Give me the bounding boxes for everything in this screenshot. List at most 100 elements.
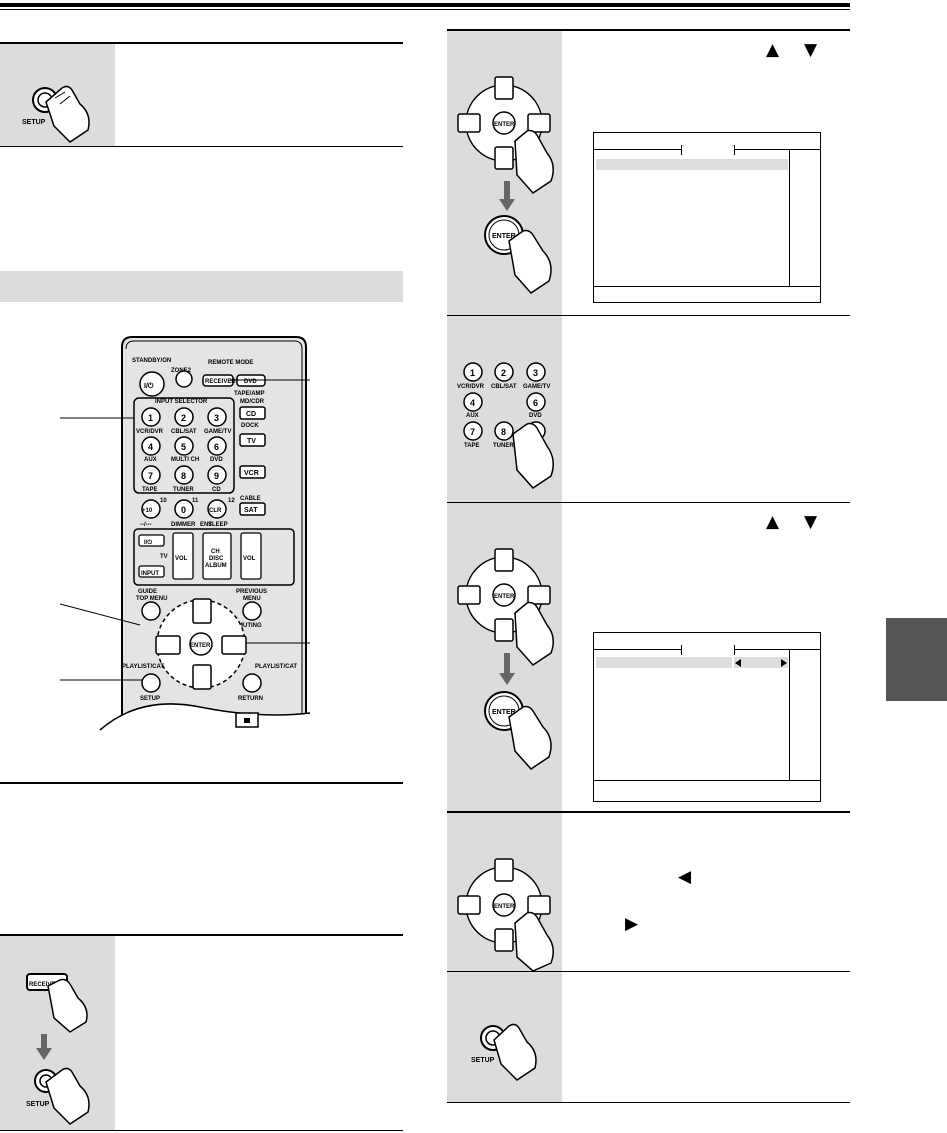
dvd-small-label: DVD xyxy=(210,457,223,463)
return-button[interactable] xyxy=(242,673,262,693)
tv-vol-rocker[interactable] xyxy=(172,532,194,580)
pad-key-7: 7 xyxy=(470,427,475,437)
receiver-label: RECEIVER xyxy=(29,982,60,988)
divider xyxy=(0,782,403,784)
clr-button[interactable] xyxy=(207,499,227,519)
tv-button[interactable] xyxy=(239,433,266,447)
divider xyxy=(447,1102,850,1103)
enter-button[interactable] xyxy=(189,632,213,656)
down-arrow-icon: ▼ xyxy=(804,40,818,60)
pad-label-6: DVD xyxy=(529,413,542,419)
tv-power-label: I/⏻ xyxy=(144,539,152,546)
aux-label: AUX xyxy=(144,457,157,463)
pad-key-8: 8 xyxy=(501,427,506,437)
key-5: 5 xyxy=(181,442,186,452)
setup-label-3: SETUP xyxy=(471,1057,495,1064)
divider xyxy=(447,971,850,972)
cbl-sat-label: CBL/SAT xyxy=(171,429,197,435)
key-7: 7 xyxy=(148,471,153,481)
enter-big-label-1: ENTER xyxy=(492,233,516,240)
pad-label-1: VCR/DVR xyxy=(457,384,485,390)
right-arrow-icon: ▶ xyxy=(625,914,639,934)
plus10-label: +10 xyxy=(142,508,153,514)
dash-label: --/--- xyxy=(140,522,152,528)
zone2-button[interactable] xyxy=(175,370,193,388)
top-menu-button[interactable] xyxy=(141,601,161,621)
ch-rocker[interactable] xyxy=(202,532,232,580)
return-label: RETURN xyxy=(238,696,263,702)
multi-ch-label: MULTI CH xyxy=(171,457,199,463)
divider xyxy=(447,502,850,503)
enter-label-1: ENTER xyxy=(494,122,515,128)
divider xyxy=(0,146,403,147)
cursor-enter-hand-graphic: ENTER ENTER xyxy=(457,76,554,294)
key-0: 0 xyxy=(181,505,186,515)
power-button[interactable] xyxy=(139,371,165,397)
enter-big-label-2: ENTER xyxy=(492,709,516,716)
cd-small-label: CD xyxy=(212,487,221,493)
dimmer-label: DIMMER xyxy=(171,522,196,528)
key-8: 8 xyxy=(181,471,186,481)
setup-label-2: SETUP xyxy=(26,1101,50,1108)
playlist-cat-left-label: PLAYLIST/CAT xyxy=(122,664,164,670)
divider xyxy=(447,811,850,813)
standby-label: STANDBY/ON xyxy=(132,358,171,364)
pad-label-2: CBL/SAT xyxy=(491,384,517,390)
pad-key-6: 6 xyxy=(533,398,538,408)
sleep-label: SLEEP xyxy=(208,522,228,528)
n11-label: 11 xyxy=(192,498,199,504)
vcr-button[interactable] xyxy=(239,465,266,479)
sat-label: SAT xyxy=(244,507,258,514)
number-keys[interactable] xyxy=(141,407,227,485)
plus10-button[interactable] xyxy=(141,499,161,519)
album-label: ALBUM xyxy=(205,563,227,569)
receiver-mode-label: RECEIVER xyxy=(205,379,236,385)
chapter-side-tab xyxy=(886,618,947,701)
setup-button-remote[interactable] xyxy=(141,673,161,693)
disc-label: DISC xyxy=(209,556,224,562)
enter-label-2: ENTER xyxy=(494,594,515,600)
cd-button[interactable] xyxy=(239,406,266,420)
left-arrow-icon: ◀ xyxy=(678,867,692,887)
power-glyph: I/⏻ xyxy=(144,382,154,390)
menu-button[interactable] xyxy=(242,601,262,621)
clr-label: CLR xyxy=(209,508,222,514)
md-cdr-label: MD/CDR xyxy=(240,399,265,405)
tuner-label: TUNER xyxy=(173,487,194,493)
key-2: 2 xyxy=(181,413,186,423)
tv-input-button[interactable] xyxy=(138,565,165,578)
n10-label: 10 xyxy=(160,498,167,504)
onscreen-menu-2 xyxy=(593,632,821,802)
vcr-dvr-label: VCR/DVR xyxy=(136,429,164,435)
pad-key-2: 2 xyxy=(501,368,506,378)
tv-input-label: INPUT xyxy=(141,571,159,577)
pad-key-3: 3 xyxy=(533,368,538,378)
previous-label: PREVIOUS xyxy=(236,589,267,595)
pad-label-3: GAME/TV xyxy=(523,384,550,390)
key-0-button[interactable] xyxy=(174,499,194,519)
key-1: 1 xyxy=(148,413,153,423)
tape-label: TAPE xyxy=(142,487,158,493)
tv-power-button[interactable] xyxy=(138,534,165,547)
cursor-left-right-hand-graphic: ENTER xyxy=(457,858,554,971)
tv-label: TV xyxy=(160,554,168,560)
pad-key-4: 4 xyxy=(470,398,475,408)
tv-vol-label: VOL xyxy=(175,556,188,562)
divider xyxy=(0,42,403,44)
ent-label: ENT xyxy=(200,522,212,528)
ch-label: CH xyxy=(211,549,220,555)
key-4: 4 xyxy=(148,442,153,452)
remote-control-illustration: STANDBY/ON I/⏻ ZONE2 REMOTE MODE RECEIVE… xyxy=(60,336,311,740)
vol-label: VOL xyxy=(243,556,256,562)
enter-label-3: ENTER xyxy=(494,904,515,910)
dock-label: DOCK xyxy=(241,423,259,429)
remote-mode-label: REMOTE MODE xyxy=(208,360,253,366)
header-rule-thick xyxy=(0,3,850,7)
setup-label: SETUP xyxy=(22,119,46,126)
divider xyxy=(447,315,850,316)
pad-key-1: 1 xyxy=(470,368,475,378)
vol-rocker[interactable] xyxy=(240,532,262,580)
number-pad-hand-graphic: 1 2 3 4 6 7 8 9 VCR/DVR CBL/SAT GAME/TV … xyxy=(457,362,554,489)
setup-button-hand-graphic: SETUP xyxy=(22,85,90,143)
sat-button[interactable] xyxy=(239,502,266,516)
